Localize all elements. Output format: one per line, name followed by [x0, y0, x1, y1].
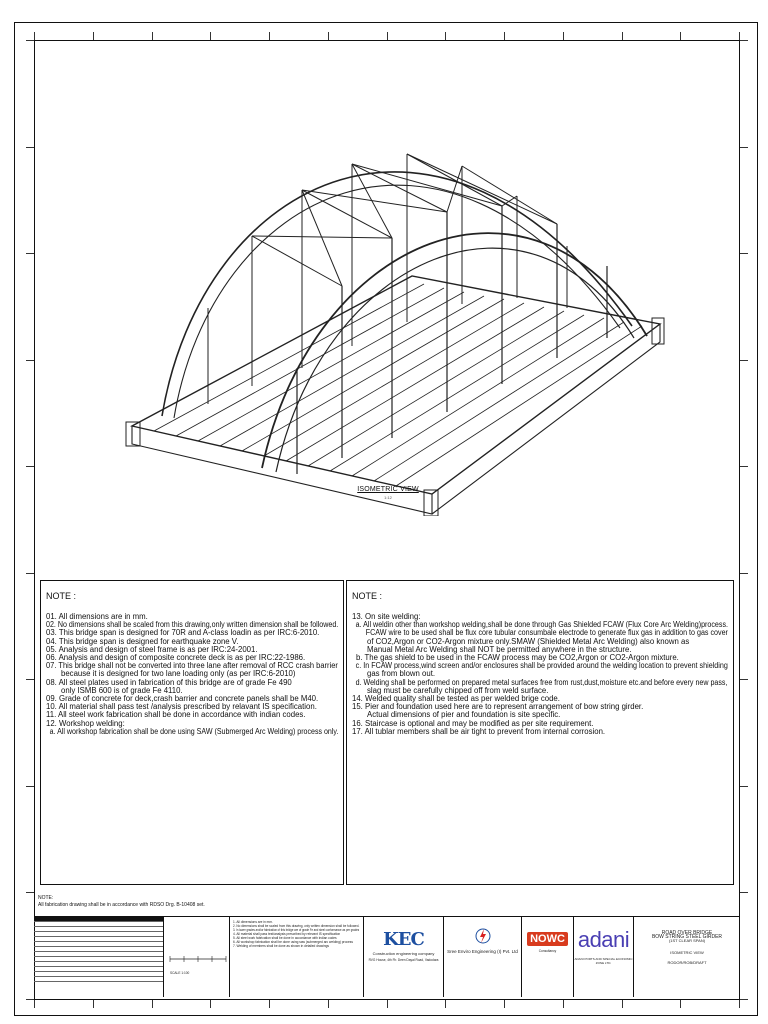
note-item: 16. Staircase is optional and may be mod… [352, 718, 594, 728]
scale-label: SCALE 1:100 [170, 971, 190, 975]
sree-logo-cell: Sree Enviro Engineering (I) Pvt. Ltd [444, 917, 522, 997]
drawing-frame [34, 40, 740, 1000]
nowc-logo: NOWC [527, 932, 568, 946]
nowc-subtitle: Consultancy [538, 949, 557, 953]
mini-note-item: 6. All workshop fabrication shall be don… [233, 940, 353, 944]
note-item: d. Welding shall be performed on prepare… [355, 677, 728, 687]
note-item: a. All weldin other than workshop weldin… [355, 620, 728, 630]
mini-note-item: 2. No dimensions shall be scaled from th… [233, 924, 360, 928]
note-item: a. All workshop fabrication shall be don… [49, 726, 339, 736]
note-item: 10. All material shall pass test /analys… [46, 702, 317, 712]
note-item: gas from blown out. [367, 669, 436, 679]
left-ruler [26, 40, 34, 1000]
mini-note-item: 4. All material shall pass test/analysis… [233, 932, 341, 936]
sree-company-name: Sree Enviro Engineering (I) Pvt. Ltd [447, 949, 518, 954]
note-item: 09. Grade of concrete for deck,crash bar… [46, 694, 319, 704]
mini-notes-list: 1. All dimensions are in mm.2. No dimens… [233, 920, 360, 948]
mini-note-item: 3. In lower grades and/or fabrication of… [233, 928, 360, 932]
note-item: b. The gas shield to be used in the FCAW… [356, 653, 679, 663]
view-title: ISOMETRIC VIEW [357, 486, 419, 493]
adani-logo-cell: adani ADANI PORTS AND SPECIAL ECONOMIC Z… [574, 917, 634, 997]
note-item: Manual Metal Arc Welding shall NOT be pe… [367, 644, 632, 654]
note-item: 01. All dimensions are in mm. [46, 612, 148, 621]
note-item: Actual dimensions of pier and foundation… [367, 710, 561, 720]
notes-left-panel: NOTE : 01. All dimensions are in mm.02. … [40, 580, 344, 885]
note-item: 07. This bridge shall not be converted i… [46, 661, 338, 671]
bottom-ruler [34, 1000, 740, 1008]
note-item: because it is designed for two lane load… [61, 669, 296, 679]
note-item: 04. This bridge span is designed for ear… [46, 636, 239, 646]
fabrication-note-text: All fabrication drawing shall be in acco… [38, 902, 205, 908]
notes-right-panel: NOTE : 13. On site welding:a. All weldin… [346, 580, 734, 885]
notes-left-heading: NOTE : [46, 591, 77, 601]
fabrication-note: NOTE: All fabrication drawing shall be i… [38, 895, 205, 909]
adani-subtitle: ADANI PORTS AND SPECIAL ECONOMIC ZONE LT… [574, 957, 633, 965]
drawing-subtitle: (1ST CLEAR SPAN) [668, 938, 706, 943]
note-item: 12. Workshop welding: [46, 718, 125, 728]
note-item: FCAW wire to be used shall be flux core … [365, 628, 728, 638]
fabrication-note-heading: NOTE: [38, 895, 54, 901]
notes-left-list: 01. All dimensions are in mm.02. No dime… [46, 612, 339, 736]
nowc-logo-cell: NOWC Consultancy [522, 917, 574, 997]
scale-bar-graphic [169, 956, 227, 962]
revision-table [34, 917, 164, 997]
mini-note-item: 5. All steel work fabrication shall be d… [233, 936, 337, 940]
adani-logo: adani [577, 927, 630, 952]
notes-right-list: 13. On site welding:a. All weldin other … [352, 612, 728, 736]
scale-bar-cell: SCALE 1:100 [164, 917, 230, 997]
sheet-title: ISOMETRIC VIEW [670, 950, 704, 955]
project-title: ROAD OVER BRIDGE [661, 930, 713, 936]
bridge-isometric-drawing [125, 153, 665, 516]
right-ruler [740, 40, 748, 1000]
note-item: 05. Analysis and design of steel frame i… [46, 644, 258, 654]
note-item: of CO2,Argon or CO2-Argon mixture only.S… [367, 636, 690, 646]
drawing-number: RODOR/ROB/DRAFT [667, 960, 707, 965]
lightning-logo-icon [475, 928, 490, 944]
notes-right-heading: NOTE : [352, 591, 383, 601]
note-item: 03. This bridge span is designed for 70R… [46, 628, 320, 638]
drawing-area: ISOMETRIC VIEW 1:12 [40, 46, 736, 576]
note-item: 06. Analysis and design of composite con… [46, 653, 306, 663]
drawing-title: BOW STRING STEEL GIRDER [651, 934, 723, 940]
note-item: 14. Welded quality shall be tested as pe… [352, 694, 560, 704]
note-item: only ISMB 600 is of grade Fe 4110. [61, 685, 183, 695]
kec-logo: KEC [383, 929, 425, 950]
note-item: c. In FCAW process,wind screen and/or en… [355, 661, 728, 671]
note-item: slag must be carefully chipped off from … [367, 685, 549, 695]
note-item: 13. On site welding: [352, 612, 421, 621]
mini-notes-cell: 1. All dimensions are in mm.2. No dimens… [230, 917, 364, 997]
view-scale: 1:12 [384, 495, 392, 500]
kec-address: RVG House, 4th Flr. Deen Dayal Road, Vad… [368, 958, 439, 962]
note-item: 17. All tublar members shall be air tigh… [352, 726, 606, 736]
mini-note-item: 1. All dimensions are in mm. [233, 920, 273, 924]
sheet-border [14, 22, 758, 1016]
top-ruler [34, 32, 740, 40]
note-item: 11. All steel work fabrication shall be … [46, 710, 306, 720]
note-item: 15. Pier and foundation used here are to… [352, 702, 644, 712]
mini-note-item: 7. Welding of members shall be done as s… [233, 944, 329, 948]
title-block: SCALE 1:100 1. All dimensions are in mm.… [34, 916, 740, 997]
kec-logo-cell: KEC Construction engineering company RVG… [364, 917, 444, 997]
drawing-title-cell: ROAD OVER BRIDGE BOW STRING STEEL GIRDER… [634, 917, 740, 997]
note-item: 02. No dimensions shall be scaled from t… [46, 620, 339, 630]
note-item: 08. All steel plates used in fabrication… [46, 677, 292, 687]
kec-company-name: Construction engineering company [372, 951, 435, 956]
